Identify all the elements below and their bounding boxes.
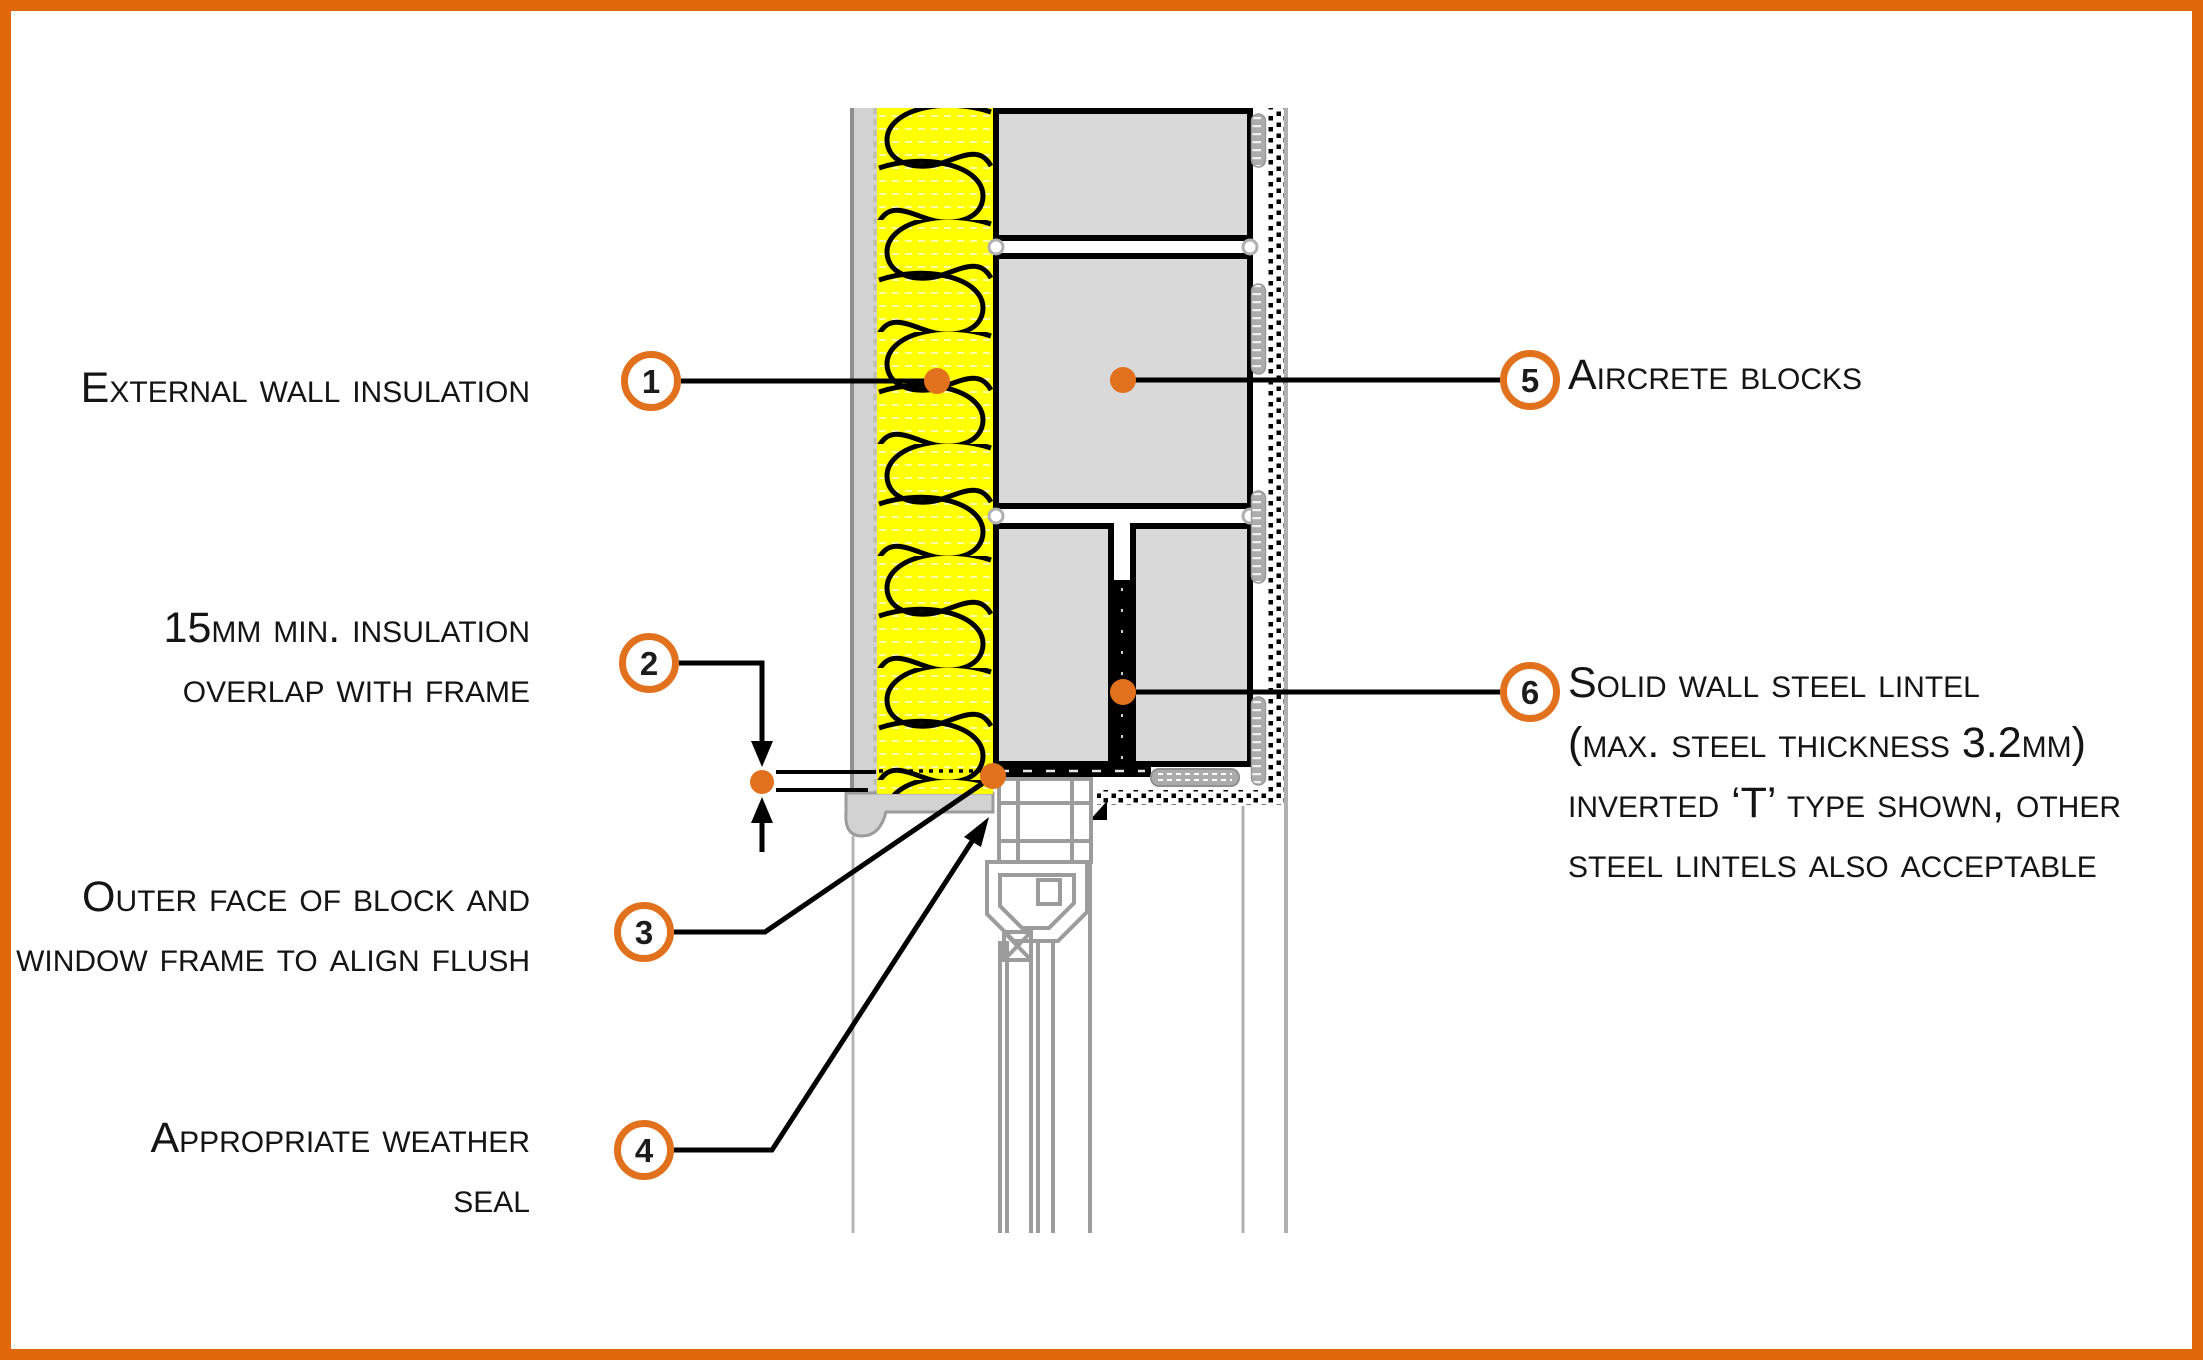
label-insulation-overlap: 15mm min. insulation overlap with frame [164,598,530,718]
lintel-perforated-flange [1150,768,1240,787]
callout-dot-5 [1110,367,1136,393]
label-line: window frame to align flush [16,933,530,981]
wall-tie [1250,113,1267,168]
aircrete-block-lower-left [993,523,1114,767]
label-external-wall-insulation: External wall insulation [81,358,530,418]
wall-tie [1250,490,1267,584]
label-weather-seal: Appropriate weather seal [150,1108,530,1228]
label-line: overlap with frame [182,664,530,712]
masonry-stipple-column [1268,108,1285,798]
callout-dot-1 [924,368,950,394]
label-aircrete-blocks: Aircrete blocks [1568,345,1862,405]
label-line: 15mm min. insulation [163,604,530,652]
label-line: seal [453,1174,530,1222]
aircrete-block-lower-right [1130,523,1253,767]
leader-4-arrowhead [964,817,989,847]
callout-number: 2 [639,644,659,682]
callout-number: 5 [1520,361,1540,399]
wall-tie [1250,696,1267,786]
callout-circle-4: 4 [614,1120,674,1180]
callout-number: 6 [1520,673,1540,711]
dimension-arrow-down [751,741,773,767]
callout-circle-2: 2 [619,633,679,693]
render-basecoat-strip [850,108,877,794]
masonry-stipple-soffit-band [1097,790,1285,805]
callout-number: 3 [634,913,654,951]
dimension-arrow-up [751,797,773,823]
label-line: Appropriate weather [150,1114,530,1162]
aircrete-block-top [993,108,1253,241]
label-line: inverted ‘T’ type shown, other [1568,779,2121,827]
callout-dot-6 [1110,679,1136,705]
callout-number: 1 [641,362,661,400]
callout-circle-1: 1 [621,351,681,411]
weather-seal-wedge [1090,801,1107,820]
leader-line-2 [679,660,765,745]
callout-circle-5: 5 [1500,350,1560,410]
wall-tie [1250,283,1267,375]
label-line: Outer face of block and [82,873,530,921]
label-line: (max. steel thickness 3.2mm) [1568,719,2086,767]
callout-circle-6: 6 [1500,662,1560,722]
leader-line-3 [674,776,991,935]
label-line: External wall insulation [80,364,530,412]
external-wall-insulation-hatch [877,108,993,794]
label-line: Solid wall steel lintel [1568,659,1980,707]
callout-dot-2 [750,770,774,794]
label-steel-lintel: Solid wall steel lintel (max. steel thic… [1568,653,2121,893]
window-frame-section [985,777,1093,1233]
label-align-flush: Outer face of block and window frame to … [16,867,530,987]
callout-dot-3 [980,763,1006,789]
perforated-flange-dashes [1158,773,1232,781]
label-line: steel lintels also acceptable [1568,839,2097,887]
callout-circle-3: 3 [614,902,674,962]
callout-number: 4 [634,1131,654,1169]
label-line: Aircrete blocks [1568,351,1863,399]
leader-line-4 [674,824,985,1153]
